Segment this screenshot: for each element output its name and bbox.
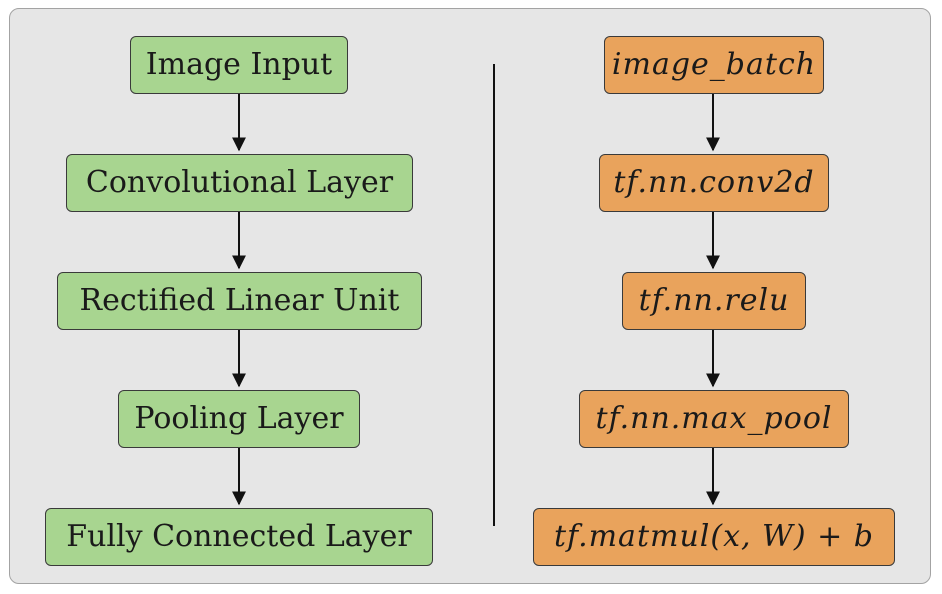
node-fully-connected-layer: Fully Connected Layer	[45, 508, 433, 566]
node-image-input: Image Input	[130, 36, 348, 94]
node-tf-nn-relu: tf.nn.relu	[622, 272, 806, 330]
node-tf-matmul: tf.matmul(x, W) + b	[533, 508, 895, 566]
node-convolutional-layer: Convolutional Layer	[66, 154, 413, 212]
node-tf-nn-max-pool: tf.nn.max_pool	[579, 390, 849, 448]
node-tf-nn-conv2d: tf.nn.conv2d	[599, 154, 829, 212]
node-image-batch: image_batch	[604, 36, 824, 94]
node-pooling-layer: Pooling Layer	[118, 390, 360, 448]
node-rectified-linear-unit: Rectified Linear Unit	[57, 272, 422, 330]
